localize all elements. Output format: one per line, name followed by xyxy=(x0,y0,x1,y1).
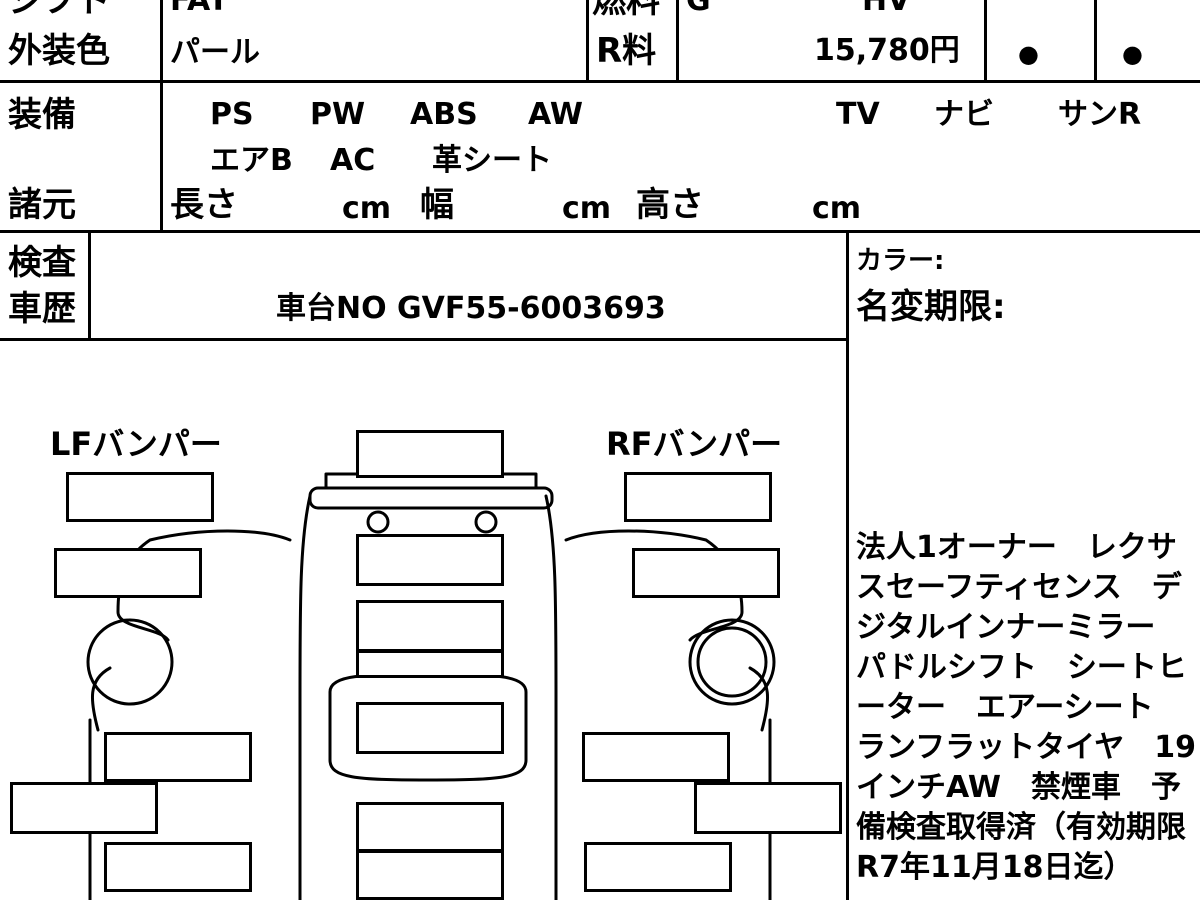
roof-box xyxy=(356,702,504,754)
length-label: 長さ xyxy=(170,185,238,225)
rf-bumper-label: RFバンパー xyxy=(606,425,783,463)
inspection-bottom-line xyxy=(0,338,848,341)
left-front-wheel xyxy=(86,618,174,706)
fuel-label: 燃料 xyxy=(592,0,660,21)
specs-label: 諸元 xyxy=(8,185,76,225)
exterior-color-value: パール xyxy=(170,35,260,70)
exterior-color-label: 外装色 xyxy=(8,31,110,71)
width-label: 幅 xyxy=(420,185,454,225)
windshield-box-2 xyxy=(356,650,504,678)
l-side-box xyxy=(10,782,158,834)
lr-door-box xyxy=(104,842,252,892)
equipment-abs: ABS xyxy=(410,97,478,132)
inspection-label: 検査 xyxy=(8,243,76,283)
equipment-tv: TV xyxy=(836,97,880,132)
header-divider-2 xyxy=(0,230,1200,233)
hood-box xyxy=(356,534,504,586)
width-unit: cm xyxy=(562,191,612,226)
chassis-number: 車台NO GVF55-6003693 xyxy=(276,291,666,326)
equipment-pw: PW xyxy=(310,97,366,132)
right-front-wheel-inner xyxy=(696,626,768,698)
mark-divider xyxy=(1094,0,1097,80)
equipment-ac: AC xyxy=(330,143,376,178)
equipment-aw: AW xyxy=(528,97,583,132)
mark-1: ● xyxy=(1018,40,1039,68)
mark-2: ● xyxy=(1122,40,1143,68)
front-bumper-shape xyxy=(308,486,554,510)
name-change-deadline-label: 名変期限: xyxy=(856,287,1006,327)
recycle-fee-value: 15,780円 xyxy=(814,33,960,68)
rf-door-box xyxy=(582,732,730,782)
rf-fender-box xyxy=(632,548,780,598)
front-center-box xyxy=(356,430,504,478)
equipment-navi: ナビ xyxy=(934,97,994,132)
equipment-airbag: エアB xyxy=(210,143,293,178)
height-label: 高さ xyxy=(636,185,704,225)
fuel-value: G xyxy=(686,0,711,18)
recycle-divider xyxy=(984,0,987,80)
lf-bumper-label: LFバンパー xyxy=(50,425,222,463)
fuel-value-divider xyxy=(676,0,679,80)
left-mirror xyxy=(366,510,390,534)
center-box-1 xyxy=(356,802,504,852)
r-side-box xyxy=(694,782,842,834)
lf-bumper-box xyxy=(66,472,214,522)
height-unit: cm xyxy=(812,191,862,226)
equipment-ps: PS xyxy=(210,97,254,132)
inspection-label-divider xyxy=(88,232,91,338)
recycle-fee-label: R料 xyxy=(596,31,657,71)
windshield-box-1 xyxy=(356,600,504,652)
color-code-label: カラー: xyxy=(856,246,945,276)
length-unit: cm xyxy=(342,191,392,226)
side-panel-divider xyxy=(846,232,849,900)
equipment-sunroof: サンR xyxy=(1058,97,1142,132)
lf-door-box xyxy=(104,732,252,782)
equipment-leather-seat: 革シート xyxy=(432,143,552,178)
history-label: 車歴 xyxy=(8,289,76,329)
header-divider-1 xyxy=(0,80,1200,83)
equipment-label: 装備 xyxy=(8,95,76,135)
remarks-text: 法人1オーナー レクサスセーフティセンス デジタルインナーミラー パドルシフト … xyxy=(856,530,1196,885)
rf-bumper-box xyxy=(624,472,772,522)
lf-fender-box xyxy=(54,548,202,598)
label-column-divider xyxy=(160,0,163,232)
right-front-wheel xyxy=(688,618,776,706)
fuel-column-divider xyxy=(586,0,589,80)
center-box-2 xyxy=(356,850,504,900)
shift-value: FAT xyxy=(170,0,229,18)
drive-value: HV xyxy=(862,0,911,18)
right-mirror xyxy=(474,510,498,534)
car-body-outline xyxy=(298,494,558,900)
rr-door-box xyxy=(584,842,732,892)
shift-label: シフト xyxy=(8,0,110,21)
